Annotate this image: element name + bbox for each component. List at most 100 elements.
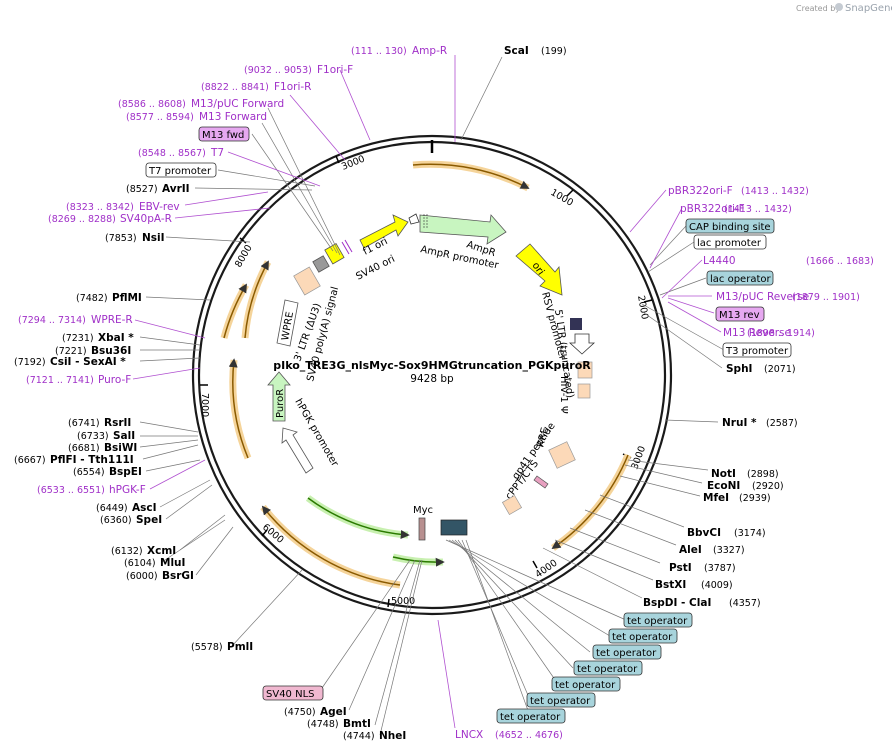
site-avrii[interactable]: AvrII xyxy=(162,183,190,195)
grey-feature-block xyxy=(312,255,330,273)
primer-hpgk-f[interactable]: hPGK-F xyxy=(109,484,146,496)
site-bsiwi[interactable]: BsiWI xyxy=(104,442,137,454)
tet-operator-box[interactable] xyxy=(592,644,662,660)
sv40-nls-box-label: SV40 NLS xyxy=(266,689,315,700)
snapgene-logo-icon xyxy=(835,3,843,11)
primer-l4440[interactable]: pBR322ori-F xyxy=(680,203,745,215)
primer-f1ori-f-range: (9032 .. 9053) xyxy=(244,65,312,76)
site-bmti-pos: (4748) xyxy=(307,719,339,730)
site-sali[interactable]: SalI xyxy=(113,430,135,442)
primer-m13puc-fwd[interactable]: M13/pUC Forward xyxy=(191,98,284,110)
site-bsu36i[interactable]: Bsu36I xyxy=(91,345,131,357)
site-mfei[interactable]: MfeI xyxy=(703,492,729,504)
site-bspei-pos: (6554) xyxy=(73,467,105,478)
primer-hpgk-f-range: (6533 .. 6551) xyxy=(37,485,105,496)
t7-promoter-box[interactable] xyxy=(145,162,217,178)
tet-operator-box[interactable] xyxy=(608,628,678,644)
tet-operator-box[interactable] xyxy=(623,612,693,628)
primer-sv40pa-r[interactable]: SV40pA-R xyxy=(120,213,172,225)
site-agei[interactable]: AgeI xyxy=(320,706,347,718)
tet-operator-label: tet operator xyxy=(627,616,688,627)
tick-marks-region xyxy=(341,214,428,255)
site-bspdi-clai[interactable]: BspDI - ClaI xyxy=(643,597,711,609)
primer-wpre-r[interactable]: WPRE-R xyxy=(91,314,133,326)
site-bsrgi[interactable]: BsrGI xyxy=(162,570,194,582)
puror-arrow xyxy=(267,371,291,422)
ampr-promoter-arrow xyxy=(408,213,420,225)
primer-m13puc-rev[interactable]: L4440 xyxy=(703,255,736,267)
site-econi-pos: (2920) xyxy=(752,481,784,492)
hiv-block-2 xyxy=(577,383,591,399)
cap-binding-box[interactable] xyxy=(685,218,775,234)
site-xbai[interactable]: XbaI * xyxy=(98,332,134,344)
primer-puro-f[interactable]: Puro-F xyxy=(98,374,131,386)
hiv-psi-block xyxy=(577,361,593,379)
tet-operator-box[interactable] xyxy=(496,708,566,724)
ltr5-arrow xyxy=(568,333,596,355)
site-pflmi[interactable]: PflMI xyxy=(112,292,142,304)
site-bsrgi-pos: (6000) xyxy=(126,571,158,582)
primer-f1ori-r[interactable]: F1ori-R xyxy=(274,81,311,93)
primer-lncx[interactable]: LNCX xyxy=(455,729,483,741)
primer-m13-fwd[interactable]: M13 Forward xyxy=(199,111,267,123)
site-csii-pos: (7192) xyxy=(14,357,46,368)
site-mlui[interactable]: MluI xyxy=(160,557,185,569)
hpgk-arrow xyxy=(281,427,314,474)
primer-ampr[interactable]: Amp-R xyxy=(412,45,447,57)
primer-m13-rev-range: (1879 .. 1901) xyxy=(792,292,860,303)
site-nhei[interactable]: NheI xyxy=(379,730,406,742)
site-bspei[interactable]: BspEI xyxy=(109,466,142,478)
site-scai[interactable]: ScaI xyxy=(504,45,529,57)
tet-operator-label: tet operator xyxy=(612,632,673,643)
site-nrui[interactable]: NruI * xyxy=(722,417,757,429)
site-rsrii[interactable]: RsrII xyxy=(104,417,131,429)
leader-lines xyxy=(132,55,725,736)
primer-f1ori-f[interactable]: F1ori-F xyxy=(317,64,353,76)
m13-rev-box[interactable] xyxy=(715,306,765,322)
m13-fwd-box[interactable] xyxy=(198,126,250,142)
primer-t7[interactable]: T7 xyxy=(210,147,224,159)
tick-label-5000: 5000 xyxy=(391,596,415,607)
primer-sv40pa-r-range: (8269 .. 8288) xyxy=(48,214,116,225)
site-pmli[interactable]: PmlI xyxy=(227,641,253,653)
site-bbvci[interactable]: BbvCI xyxy=(687,527,721,539)
lac-promoter-box[interactable] xyxy=(693,234,767,250)
t3-promoter-box[interactable] xyxy=(722,342,792,358)
primer-t3[interactable]: M13 Reverse xyxy=(723,327,791,339)
f1-ori-arrow xyxy=(359,214,409,249)
site-noti[interactable]: NotI xyxy=(711,468,736,480)
sv40-nls-box[interactable] xyxy=(262,685,324,701)
tet-operator-label: tet operator xyxy=(500,712,561,723)
site-bmti[interactable]: BmtI xyxy=(343,718,371,730)
tet-operator-box[interactable] xyxy=(526,692,596,708)
lac-operator-box[interactable] xyxy=(706,270,774,286)
primer-pbr322ori-f[interactable]: pBR322ori-F xyxy=(668,185,733,197)
primer-f1ori-r-range: (8822 .. 8841) xyxy=(201,82,269,93)
site-asci[interactable]: AscI xyxy=(132,502,157,514)
site-sphi[interactable]: SphI xyxy=(726,363,752,375)
site-xcmi[interactable]: XcmI xyxy=(147,545,176,557)
rsv-block xyxy=(570,318,582,330)
site-pflfi[interactable]: PflFI - Tth111I xyxy=(50,454,134,466)
m13-fwd-box-label: M13 fwd xyxy=(202,130,244,141)
primer-m13puc-rev-range: (1666 .. 1683) xyxy=(806,256,874,267)
primer-wpre-r-range: (7294 .. 7314) xyxy=(18,315,86,326)
site-econi[interactable]: EcoNI xyxy=(707,480,740,492)
site-nsii[interactable]: NsiI xyxy=(142,232,165,244)
site-spei[interactable]: SpeI xyxy=(136,514,162,526)
site-alei[interactable]: AleI xyxy=(679,544,702,556)
site-sali-pos: (6733) xyxy=(77,431,109,442)
primer-ebv-rev[interactable]: EBV-rev xyxy=(139,201,180,213)
site-bstxi[interactable]: BstXI xyxy=(655,579,686,591)
tet-operator-box[interactable] xyxy=(551,676,621,692)
primer-m13-rev[interactable]: M13/pUC Reverse xyxy=(716,291,809,303)
t3-promoter-box-label: T3 promoter xyxy=(725,346,789,357)
site-psti[interactable]: PstI xyxy=(669,562,692,574)
site-csii[interactable]: CsiI - SexAI * xyxy=(50,356,126,368)
site-noti-pos: (2898) xyxy=(747,469,779,480)
rre-label: RRE xyxy=(535,426,551,448)
site-mfei-pos: (2939) xyxy=(739,493,771,504)
tet-operator-box[interactable] xyxy=(573,660,643,676)
rre-block xyxy=(548,441,576,469)
primer-m13-fwd-range: (8577 .. 8594) xyxy=(126,112,194,123)
